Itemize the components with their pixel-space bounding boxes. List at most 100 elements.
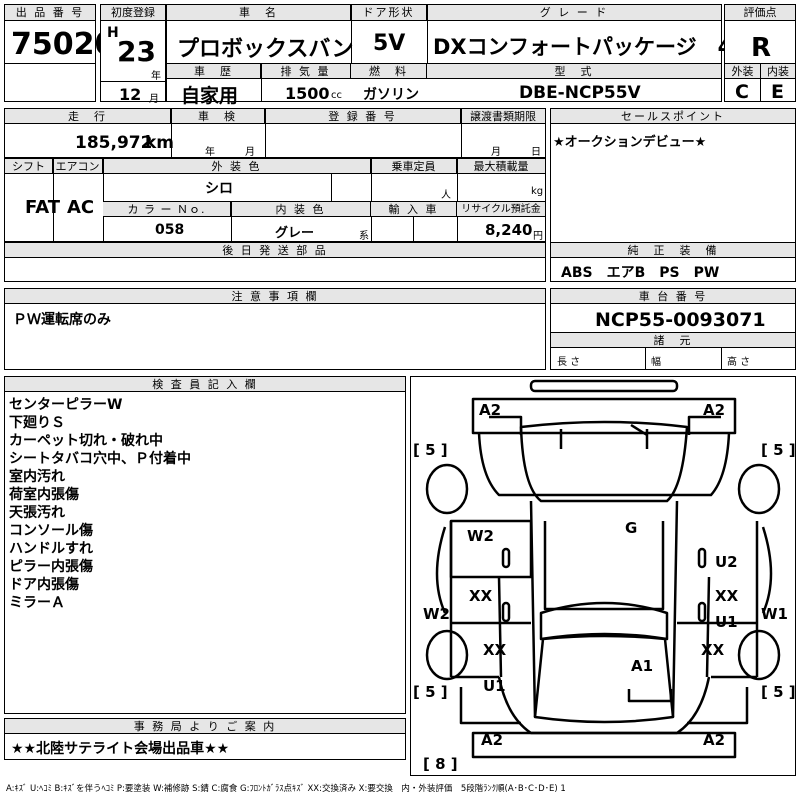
score: R xyxy=(751,33,772,63)
displacement: 1500 xyxy=(285,84,330,103)
specs-label: 諸 元 xyxy=(551,333,795,348)
inspection-month-unit: 月 xyxy=(245,147,255,158)
inspector-note: ドア内張傷 xyxy=(9,577,79,593)
dmg-rear-fender-l: U1 xyxy=(483,677,506,695)
year-unit: 年 xyxy=(151,71,161,82)
transfer-label: 譲渡書類期限 xyxy=(461,109,545,124)
spec-row: シフト エアコン 外 装 色 乗車定員 最大積載量 シロ 人 kg カ ラ ー … xyxy=(4,158,546,242)
exterior-color: シロ xyxy=(205,181,233,197)
door-handle-l2 xyxy=(501,601,511,623)
inspection-year-unit: 年 xyxy=(205,147,215,158)
score-label: 評価点 xyxy=(725,5,795,21)
max-load-unit: kg xyxy=(531,186,544,197)
history-label: 車 歴 xyxy=(167,64,261,79)
int-color-label: 内 装 色 xyxy=(231,202,371,217)
inspector-note: ミラーＡ xyxy=(9,595,65,611)
front-bumper-outline xyxy=(529,379,679,393)
sales-point-label: セールスポイント xyxy=(551,109,795,124)
tire-spare: [ 8 ] xyxy=(423,755,458,773)
ext-score: C xyxy=(735,81,749,103)
dmg-quarter-l: XX xyxy=(483,641,507,659)
grade: DXコンフォートパッケージ 4WD xyxy=(433,35,773,59)
inspector-note: 荷室内張傷 xyxy=(9,487,79,503)
interior-color: グレー xyxy=(275,226,315,241)
inspector-note: カーペット切れ・破れ中 xyxy=(9,433,163,449)
office-label: 事 務 局 よ り ご 案 内 xyxy=(5,719,405,734)
int-color-unit: 系 xyxy=(359,231,369,242)
recycle-label: リサイクル預託金 xyxy=(457,202,545,217)
model: DBE-NCP55V xyxy=(519,83,641,103)
reg-no-label: 登 録 番 号 xyxy=(265,109,461,124)
grade-label: グ レ ー ド xyxy=(427,5,721,21)
fuel: ガソリン xyxy=(363,87,419,103)
inspector-note: ハンドルすれ xyxy=(9,541,93,557)
inspector-note: シートタバコ穴中、Ｐ付着中 xyxy=(9,451,191,467)
dmg-front-left: A2 xyxy=(479,401,502,419)
rear-bumper-outline xyxy=(471,731,737,759)
legend: A:ｷｽﾞ U:ﾍｺﾐ B:ｷｽﾞを伴うﾍｺﾐ P:要塗装 W:補修跡 S:錆 … xyxy=(6,784,566,794)
hood-outline xyxy=(471,397,737,435)
width-label: 幅 xyxy=(651,357,661,368)
office-box: 事 務 局 よ り ご 案 内 ★★北陸サテライト会場出品車★★ xyxy=(4,718,406,760)
dmg-front-right: A2 xyxy=(703,401,726,419)
capacity-label: 乗車定員 xyxy=(371,159,457,174)
first-reg-box: 初度登録 H 23 年 12 月 xyxy=(100,4,166,105)
dmg-door-fr: U2 xyxy=(715,553,738,571)
color-no-label: カ ラ ー Ｎｏ. xyxy=(103,202,231,217)
dmg-pillar-r: W1 xyxy=(761,605,788,623)
dmg-windshield: G xyxy=(625,519,638,537)
notes-box: 注 意 事 項 欄 ＰＷ運転席のみ xyxy=(4,288,546,370)
car-name: プロボックスバン xyxy=(177,37,354,62)
door-label: ドア形状 xyxy=(351,5,427,21)
inspector-label: 検 査 員 記 入 欄 xyxy=(5,377,405,392)
sales-point: ★オークションデビュー★ xyxy=(553,135,707,150)
roof-outline xyxy=(539,601,669,641)
dmg-rear-right: A2 xyxy=(703,731,726,749)
mileage-label: 走 行 xyxy=(5,109,171,124)
tire-rl: [ 5 ] xyxy=(413,683,448,701)
mileage-unit: km xyxy=(145,133,175,153)
air-conditioner: AC xyxy=(67,197,95,218)
dmg-rear-gate: A1 xyxy=(631,657,654,675)
vehicle-box: 車 名 ドア形状 グ レ ー ド プロボックスバン 5V DXコンフォートパッケ… xyxy=(166,4,773,107)
car-diagram-svg xyxy=(425,379,781,759)
tire-rl-outline xyxy=(425,629,469,681)
shift: FAT xyxy=(25,197,61,218)
inspection-label: 車 検 xyxy=(171,109,265,124)
first-reg-label: 初度登録 xyxy=(101,5,165,21)
recycle-deposit: 8,240 xyxy=(485,221,533,239)
options: ABS エアB PS PW xyxy=(561,265,720,281)
damage-diagram: A2 A2 [ 5 ] [ 5 ] G W2 U2 XX XX W2 W1 U1… xyxy=(410,376,796,776)
door-type: 5V xyxy=(373,31,406,56)
dmg-door-fl: W2 xyxy=(467,527,494,545)
mileage: 185,972 xyxy=(75,133,153,153)
tire-fl-outline xyxy=(425,463,469,515)
notes: ＰＷ運転席のみ xyxy=(13,312,111,328)
score-box: 評価点 R 外装 内装 C E xyxy=(724,4,796,103)
mileage-row: 走 行 車 検 登 録 番 号 譲渡書類期限 185,972 km 年 月 月 … xyxy=(4,108,546,158)
lot-box: 出 品 番 号 75020 xyxy=(4,4,115,102)
tire-rr: [ 5 ] xyxy=(761,683,796,701)
dmg-door-rr: XX xyxy=(715,587,739,605)
options-label: 純 正 装 備 xyxy=(551,243,795,258)
chassis-number: NCP55-0093071 xyxy=(595,309,766,331)
capacity-unit: 人 xyxy=(441,190,451,201)
door-handle-r2 xyxy=(697,601,707,623)
rear-glass-outline xyxy=(533,634,675,724)
color-number: 058 xyxy=(155,222,185,238)
tire-rr-outline xyxy=(737,629,781,681)
inspector-note: コンソール傷 xyxy=(9,523,93,539)
dmg-rear-left: A2 xyxy=(481,731,504,749)
inspector-note: センターピラーW xyxy=(9,397,123,413)
ext-label: 外装 xyxy=(725,64,760,79)
dmg-quarter-r: XX xyxy=(701,641,725,659)
ac-label: エアコン xyxy=(53,159,103,174)
length-label: 長 さ xyxy=(557,357,581,368)
later-parts-label: 後 日 発 送 部 品 xyxy=(5,243,545,258)
office-note: ★★北陸サテライト会場出品車★★ xyxy=(11,741,230,757)
name-label: 車 名 xyxy=(167,5,351,21)
displacement-label: 排 気 量 xyxy=(261,64,351,79)
recycle-unit: 円 xyxy=(533,231,543,242)
